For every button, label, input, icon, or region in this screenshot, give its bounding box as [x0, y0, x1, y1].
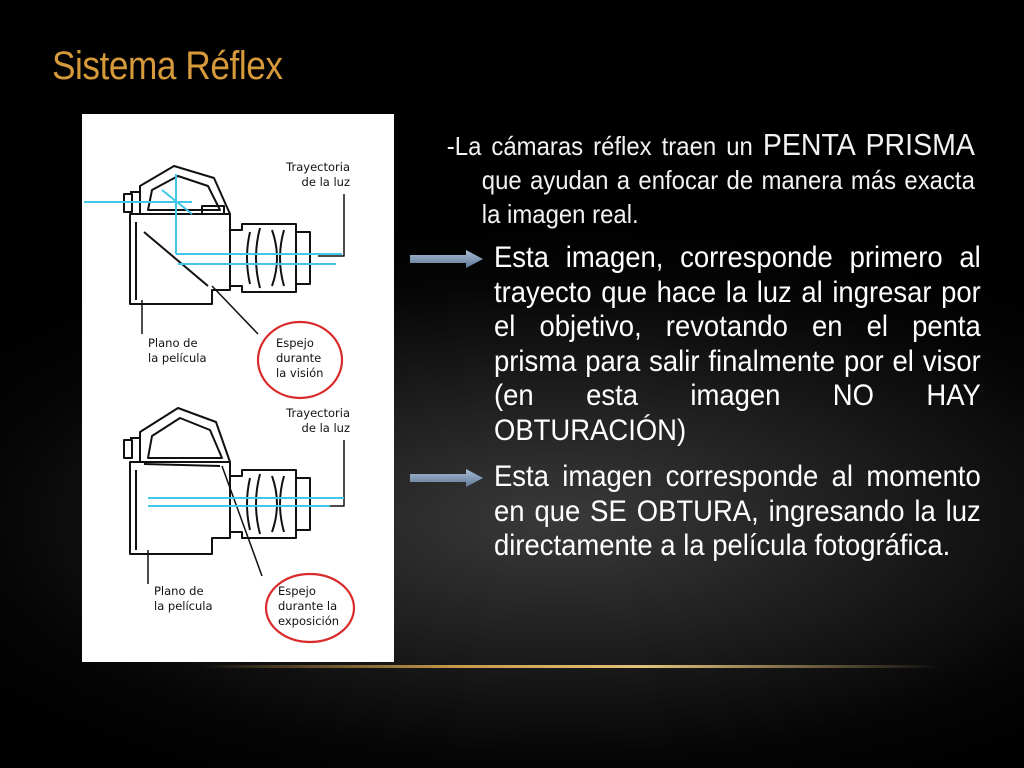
bullet-item-1: Esta imagen, corresponde primero al tray… [410, 241, 982, 448]
bullet-text-2: Esta imagen corresponde al momento en qu… [494, 460, 981, 562]
intro-paragraph: -La cámaras réflex traen un PENTA PRISMA… [410, 128, 975, 231]
label-trayectoria-bottom: Trayectoria de la luz [286, 406, 350, 435]
arrow-right-icon [410, 469, 483, 487]
label-espejo-top: Espejo durante la visión [276, 336, 324, 380]
bullet-text-1: Esta imagen, corresponde primero al tray… [494, 241, 981, 447]
light-path [84, 174, 344, 507]
camera-diagram [84, 165, 356, 644]
arrow-right-icon [410, 250, 483, 268]
intro-part2: que ayudan a enfocar de manera más exact… [481, 165, 975, 229]
label-plano-bottom: Plano de la película [154, 584, 213, 613]
label-plano-top: Plano de la película [148, 336, 207, 365]
label-trayectoria-top: Trayectoria de la luz [286, 160, 350, 189]
intro-emphasis: PENTA PRISMA [762, 127, 975, 162]
reflex-camera-figure: Trayectoria de la luz Plano de la pelícu… [82, 114, 394, 662]
label-espejo-bottom: Espejo durante la exposición [278, 584, 340, 628]
top-camera-body [123, 165, 311, 305]
mirror-highlight [256, 320, 356, 644]
intro-part1: La cámaras réflex traen un [454, 131, 763, 161]
intro-dash: - [446, 131, 455, 161]
bullet-item-2: Esta imagen corresponde al momento en qu… [410, 460, 982, 564]
bottom-camera-body [123, 407, 311, 555]
slide-title: Sistema Réflex [52, 44, 283, 88]
text-column: -La cámaras réflex traen un PENTA PRISMA… [410, 128, 982, 564]
accent-line [200, 665, 940, 668]
